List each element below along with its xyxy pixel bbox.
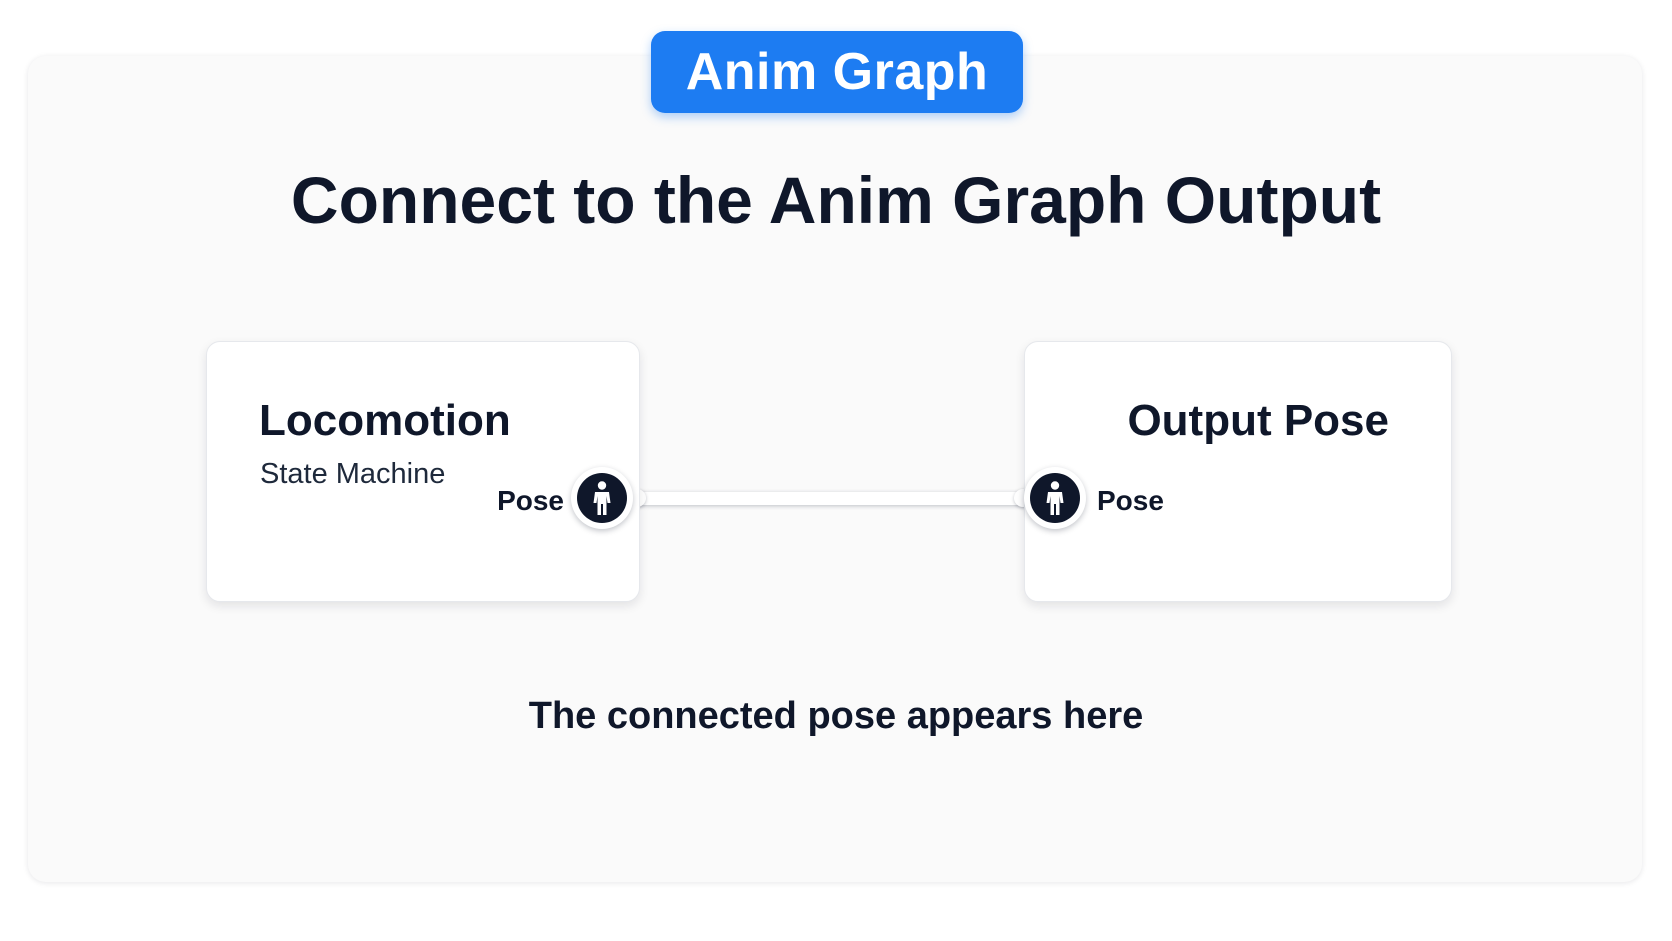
node-title: Output Pose bbox=[1127, 396, 1389, 445]
page-title: Connect to the Anim Graph Output bbox=[290, 163, 1382, 237]
pin-core bbox=[1030, 473, 1080, 523]
output-pin-label: Pose bbox=[497, 485, 564, 516]
output-pose-input-pin[interactable] bbox=[1024, 467, 1086, 529]
person-icon bbox=[593, 481, 611, 515]
locomotion-node[interactable]: Locomotion State Machine Pose bbox=[206, 341, 640, 602]
badge-label: Anim Graph bbox=[685, 43, 989, 101]
output-pose-node[interactable]: Output Pose Pose bbox=[1024, 341, 1452, 602]
anim-graph-badge: Anim Graph bbox=[651, 31, 1023, 113]
person-icon bbox=[1046, 481, 1064, 515]
locomotion-pose-output-pin[interactable] bbox=[571, 467, 633, 529]
node-title: Locomotion bbox=[259, 396, 511, 445]
caption: The connected pose appears here bbox=[528, 695, 1144, 737]
node-subtitle: State Machine bbox=[260, 458, 446, 490]
input-pin-label: Pose bbox=[1097, 485, 1164, 516]
pin-core bbox=[577, 473, 627, 523]
pose-connection-wire[interactable] bbox=[630, 492, 1030, 505]
